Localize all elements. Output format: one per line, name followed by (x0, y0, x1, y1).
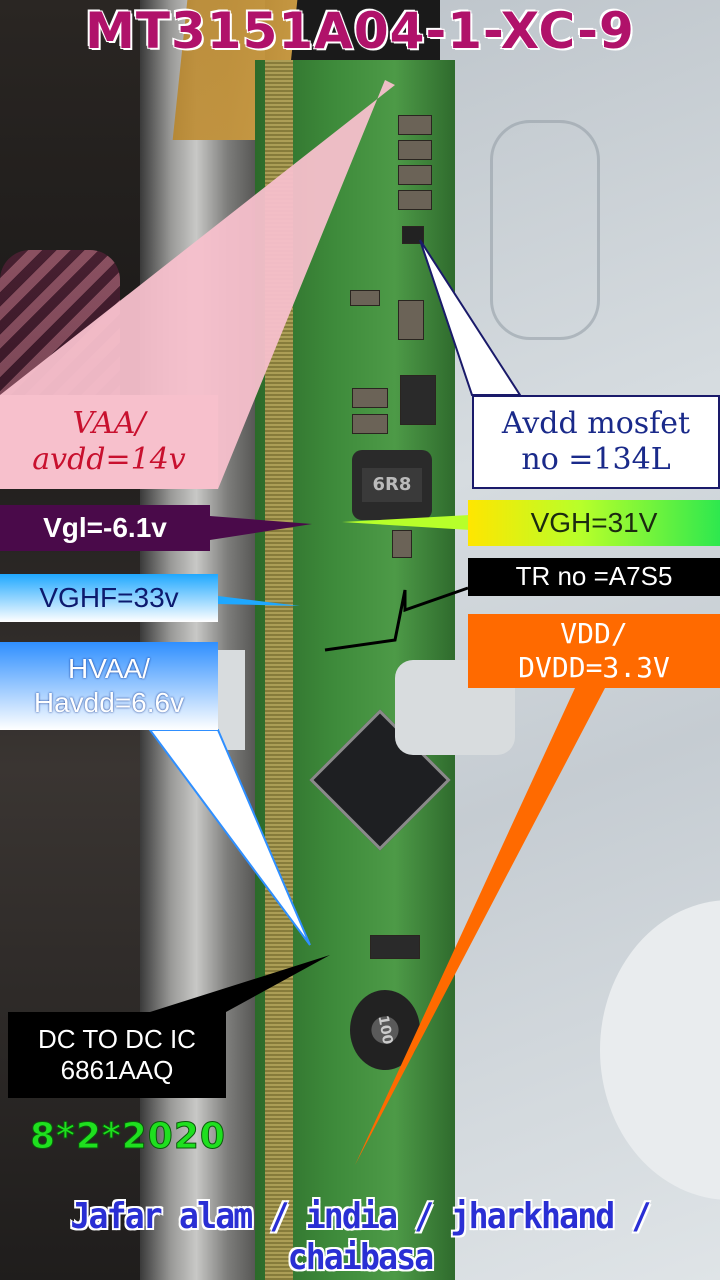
inductor-l3-marking: 100 (374, 1014, 396, 1046)
capacitor-c151 (352, 388, 388, 408)
vaa-label-line1: VAA/ (72, 406, 146, 441)
vghf-label: VGHF=33v (0, 574, 218, 622)
diode-d3 (400, 375, 436, 425)
vghf-label-text: VGHF=33v (39, 582, 179, 614)
vgh-label-text: VGH=31V (530, 507, 658, 539)
hvaa-label-line2: Havdd=6.6v (33, 687, 185, 718)
smd-capacitor (398, 300, 424, 340)
avdd-mosfet (402, 226, 424, 244)
vgh-label: VGH=31V (468, 500, 720, 546)
vgl-label-text: Vgl=-6.1v (43, 512, 167, 544)
avdd-mosfet-label-line1: Avdd mosfet (501, 406, 691, 441)
panel-rib (490, 120, 600, 340)
date-stamp: 8*2*2020 (30, 1116, 226, 1158)
inductor-marking: 6R8 (362, 468, 422, 502)
vdd-label: VDD/ DVDD=3.3V (468, 614, 720, 688)
capacitor-c152 (352, 414, 388, 434)
tr-label-text: TR no =A7S5 (515, 561, 673, 592)
diode-d4 (370, 935, 420, 959)
avdd-mosfet-label: Avdd mosfet no =134L (472, 395, 720, 489)
vdd-label-line2: DVDD=3.3V (518, 651, 670, 684)
vdd-label-line1: VDD/ (560, 617, 628, 651)
dc-ic-label-line2: 6861AAQ (60, 1055, 174, 1085)
author-credit: Jafar alam / india / jharkhand / chaibas… (70, 1196, 651, 1278)
capacitor-c126 (398, 115, 432, 135)
page-title: MT3151A04-1-XC-9 (84, 1, 635, 61)
hvaa-label-line1: HVAA/ (68, 653, 150, 685)
vaa-label: VAA/ avdd=14v (0, 395, 218, 489)
vgl-label: Vgl=-6.1v (0, 505, 210, 551)
avdd-mosfet-label-line2: no =134L (521, 442, 671, 477)
tr-label: TR no =A7S5 (468, 558, 720, 596)
dc-ic-label-line1: DC TO DC IC (38, 1023, 196, 1054)
capacitor-c129 (398, 190, 432, 210)
dc-ic-label: DC TO DC IC 6861AAQ (8, 1012, 226, 1098)
vaa-label-line2: avdd=14v (32, 442, 186, 477)
transistor-tr (392, 530, 412, 558)
smd-resistor (350, 290, 380, 306)
hvaa-label: HVAA/ Havdd=6.6v (0, 642, 218, 730)
capacitor-c127 (398, 140, 432, 160)
panel-connector-strip (265, 60, 293, 1280)
capacitor-c128 (398, 165, 432, 185)
